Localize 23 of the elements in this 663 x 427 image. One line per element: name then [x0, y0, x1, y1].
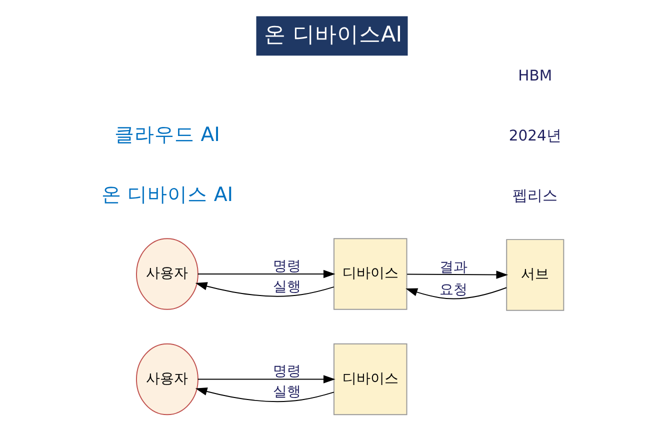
arrow	[196, 375, 335, 384]
label: 펩리스	[512, 188, 558, 205]
label: 온 디바이스 AI	[100, 183, 233, 206]
node-box: 서브	[506, 239, 564, 311]
arrow	[406, 270, 508, 279]
node-ellipse: 사용자	[135, 343, 198, 416]
edge-label: 명령	[272, 364, 301, 380]
edge-label: 요청	[438, 282, 467, 298]
edge-label: 실행	[272, 384, 301, 400]
arrow	[194, 282, 334, 297]
edge-label: 결과	[438, 259, 467, 276]
label: 2024년	[508, 128, 561, 145]
edge-label: 실행	[272, 278, 301, 295]
node-ellipse: 사용자	[135, 238, 198, 310]
edge-label: 명령	[272, 258, 301, 274]
arrow	[196, 270, 335, 278]
label: HBM	[518, 68, 552, 85]
arrow	[405, 287, 507, 300]
label: 클라우드 AI	[114, 123, 220, 146]
node-box: 디바이스	[332, 238, 407, 310]
node-box: 디바이스	[332, 343, 407, 416]
diagram-title: 온 디바이스AI	[264, 22, 402, 48]
arrow	[194, 387, 334, 402]
